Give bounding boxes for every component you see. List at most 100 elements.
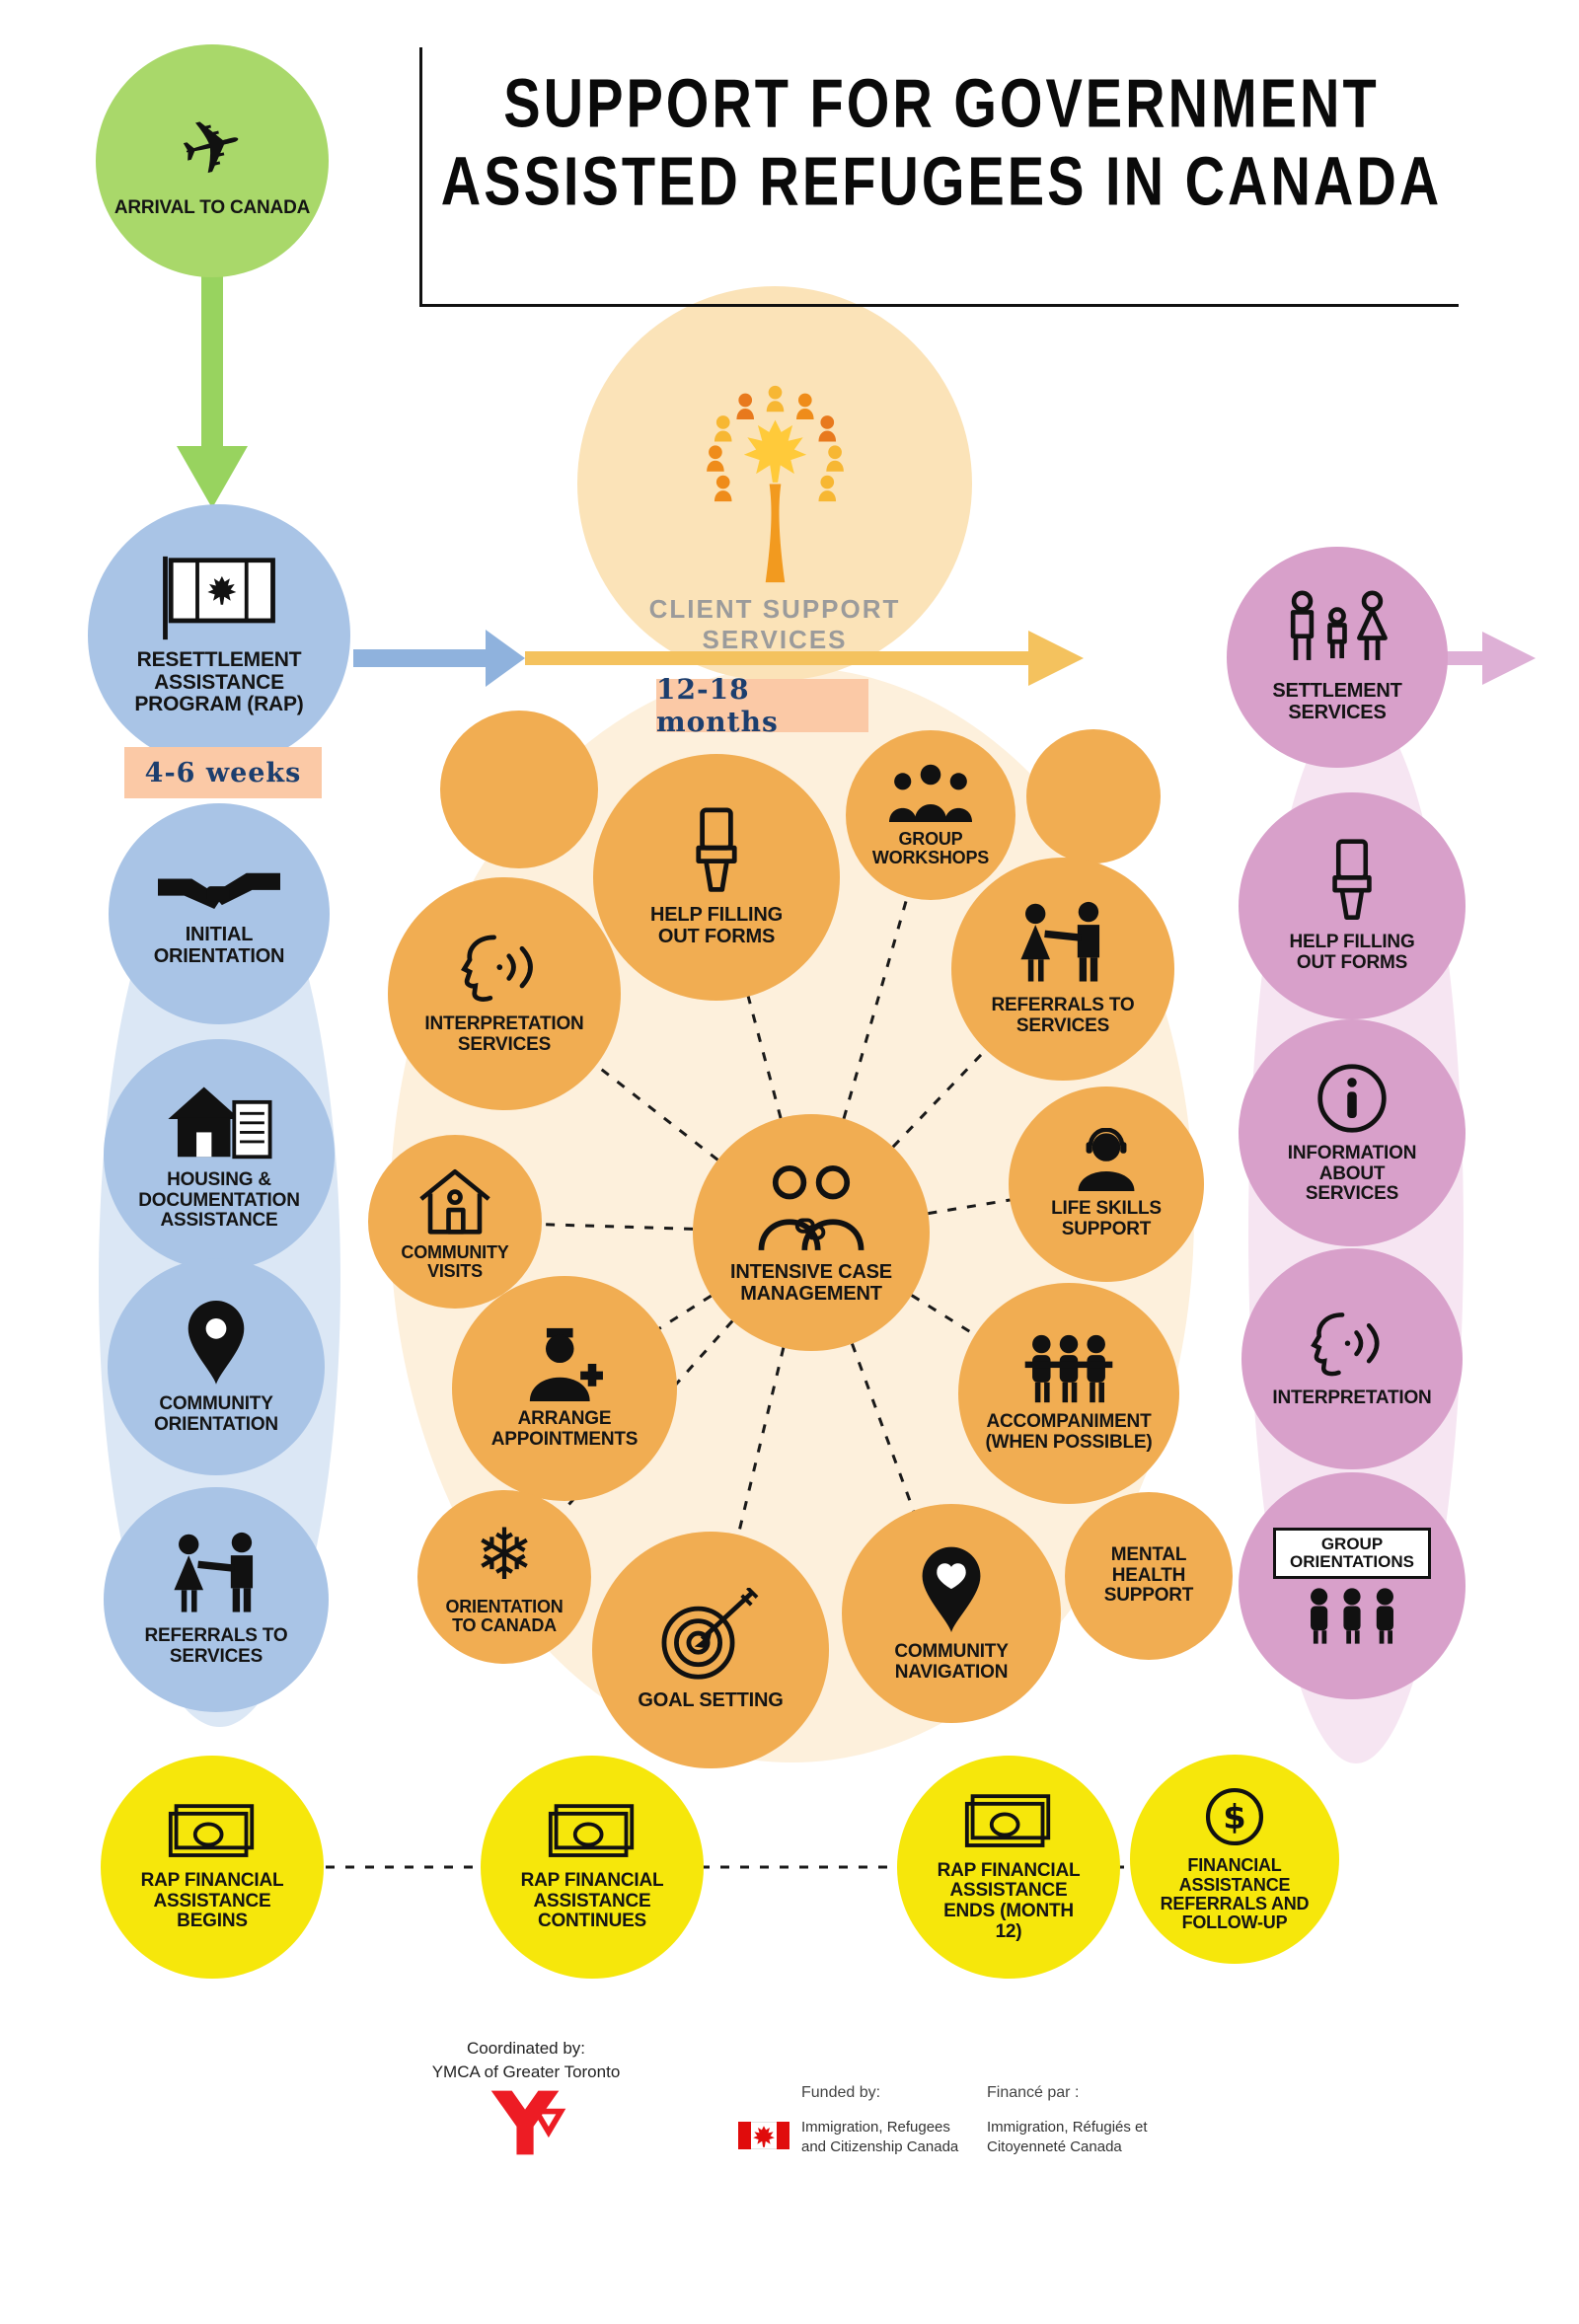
target-icon [658,1588,763,1683]
funded-by-label: Funded by: [801,2084,881,2101]
arrival-to-canada-circle: ✈ ARRIVAL TO CANADA [96,44,329,277]
banknote-icon [547,1802,638,1863]
node-label: RAP FINANCIAL ASSISTANCE CONTINUES [520,1870,664,1932]
decorative-circle [1026,729,1161,863]
node-label: FINANCIAL ASSISTANCE REFERRALS AND FOLLO… [1160,1855,1310,1933]
node-community-orientation: COMMUNITY ORIENTATION [108,1258,325,1475]
three-people-icon [1014,1333,1124,1404]
airplane-icon: ✈ [171,96,254,197]
node-label: INTERPRETATION SERVICES [424,1013,584,1055]
snowflake-icon: ❄ [474,1512,535,1596]
decorative-circle [440,711,598,868]
node-label: COMMUNITY VISITS [401,1241,509,1281]
marker-pen-icon [691,806,742,897]
node-interpretation-settlement: INTERPRETATION [1241,1248,1463,1469]
rap-duration-badge: 4-6 weeks [124,747,322,798]
title-line-1: SUPPORT FOR GOVERNMENT [503,63,1380,142]
banknote-icon [963,1792,1054,1853]
node-orientation-to-canada: ❄ ORIENTATION TO CANADA [417,1490,591,1664]
coordinator-name: YMCA of Greater Toronto [431,2062,621,2081]
title-left-rule [419,47,422,307]
node-label: ORIENTATION TO CANADA [445,1596,564,1635]
people-group-icon [883,763,978,822]
finance-par-label: Financé par : [987,2084,1080,2101]
node-label: RAP FINANCIAL ASSISTANCE BEGINS [140,1870,284,1932]
node-label: INITIAL ORIENTATION [153,924,285,967]
node-label: REFERRALS TO SERVICES [991,995,1135,1036]
node-rap-financial-begins: RAP FINANCIAL ASSISTANCE BEGINS [101,1756,324,1979]
node-label: REFERRALS TO SERVICES [144,1625,288,1667]
node-information-about-services: INFORMATION ABOUT SERVICES [1239,1019,1466,1246]
coordinator-block: Coordinated by: YMCA of Greater Toronto [403,2039,649,2159]
node-label: HELP FILLING OUT FORMS [1289,932,1415,973]
house-outline-icon [415,1162,494,1236]
node-community-visits: COMMUNITY VISITS [368,1135,542,1309]
family-icon [1281,590,1393,673]
node-label: HOUSING & DOCUMENTATION ASSISTANCE [138,1169,300,1232]
two-people-link-icon [750,1160,872,1254]
settlement-services-circle: SETTLEMENT SERVICES [1227,547,1448,768]
two-people-referral-icon [161,1532,271,1618]
node-initial-orientation: INITIAL ORIENTATION [109,803,330,1024]
page-title: SUPPORT FOR GOVERNMENT ASSISTED REFUGEES… [424,63,1459,218]
info-icon [1315,1061,1390,1136]
node-label: GROUP WORKSHOPS [871,828,990,867]
client-support-services-title: CLIENT SUPPORT SERVICES [648,594,901,654]
speaking-face-icon [453,932,556,1007]
nurse-icon [522,1326,607,1402]
node-label: INFORMATION ABOUT SERVICES [1287,1143,1417,1205]
node-goal-setting: GOAL SETTING [592,1532,829,1768]
rap-circle: RESETTLEMENT ASSISTANCE PROGRAM (RAP) [88,504,350,767]
title-bottom-rule [419,304,1459,307]
canada-flag-icon [157,555,281,641]
node-housing-documentation: HOUSING & DOCUMENTATION ASSISTANCE [104,1039,335,1270]
node-intensive-case-management: INTENSIVE CASE MANAGEMENT [693,1114,930,1351]
css-duration-badge: 12-18 months [656,673,868,738]
arrival-label: ARRIVAL TO CANADA [113,197,311,219]
node-label: ARRANGE APPOINTMENTS [490,1408,639,1450]
node-label: ACCOMPANIMENT (WHEN POSSIBLE) [985,1411,1153,1453]
node-label: INTERPRETATION [1272,1387,1432,1408]
node-accompaniment: ACCOMPANIMENT (WHEN POSSIBLE) [958,1283,1179,1504]
handshake-icon [158,860,280,917]
node-help-filling-out-forms: HELP FILLING OUT FORMS [593,754,840,1001]
two-people-referral-icon [1008,901,1118,988]
node-label: COMMUNITY ORIENTATION [154,1393,278,1435]
funder-english: Immigration, Refugees and Citizenship Ca… [801,2119,959,2155]
title-line-2: ASSISTED REFUGEES IN CANADA [440,141,1443,219]
node-label: HELP FILLING OUT FORMS [650,904,783,947]
node-label: LIFE SKILLS SUPPORT [1051,1198,1162,1239]
person-headset-icon [1071,1128,1142,1192]
canada-flag-small [737,2121,790,2154]
dollar-coin-icon: $ [1203,1785,1266,1848]
node-financial-referrals-followup: $ FINANCIAL ASSISTANCE REFERRALS AND FOL… [1130,1755,1339,1964]
rap-title: RESETTLEMENT ASSISTANCE PROGRAM (RAP) [134,647,304,716]
map-pin-icon [184,1298,249,1387]
node-rap-financial-ends: RAP FINANCIAL ASSISTANCE ENDS (MONTH 12) [897,1756,1120,1979]
node-label: MENTAL HEALTH SUPPORT [1103,1544,1194,1607]
node-referrals-to-services-rap: REFERRALS TO SERVICES [104,1487,329,1712]
ymca-logo [486,2086,566,2159]
node-label: RAP FINANCIAL ASSISTANCE ENDS (MONTH 12) [937,1859,1081,1942]
node-referrals-to-services-css: REFERRALS TO SERVICES [951,858,1174,1081]
node-life-skills-support: LIFE SKILLS SUPPORT [1009,1087,1204,1282]
node-rap-financial-continues: RAP FINANCIAL ASSISTANCE CONTINUES [481,1756,704,1979]
node-arrange-appointments: ARRANGE APPOINTMENTS [452,1276,677,1501]
node-group-orientations: GROUP ORIENTATIONS [1239,1472,1466,1699]
heart-pin-icon [917,1543,986,1634]
funder-french: Immigration, Réfugiés et Citoyenneté Can… [987,2119,1148,2155]
speaking-face-icon [1303,1310,1401,1381]
node-help-filling-out-forms-settlement: HELP FILLING OUT FORMS [1239,792,1466,1019]
banknote-icon [167,1802,258,1863]
node-label: GOAL SETTING [638,1689,784,1712]
node-interpretation-services: INTERPRETATION SERVICES [388,877,621,1110]
node-label: INTENSIVE CASE MANAGEMENT [730,1261,892,1305]
node-label: COMMUNITY NAVIGATION [894,1641,1009,1683]
node-community-navigation: COMMUNITY NAVIGATION [842,1504,1061,1723]
client-support-services-circle [577,286,972,681]
group-orientations-sign: GROUP ORIENTATIONS [1273,1528,1431,1579]
house-document-icon [161,1078,277,1162]
coordinated-by-label: Coordinated by: [466,2039,586,2058]
node-group-workshops: GROUP WORKSHOPS [846,730,1015,900]
